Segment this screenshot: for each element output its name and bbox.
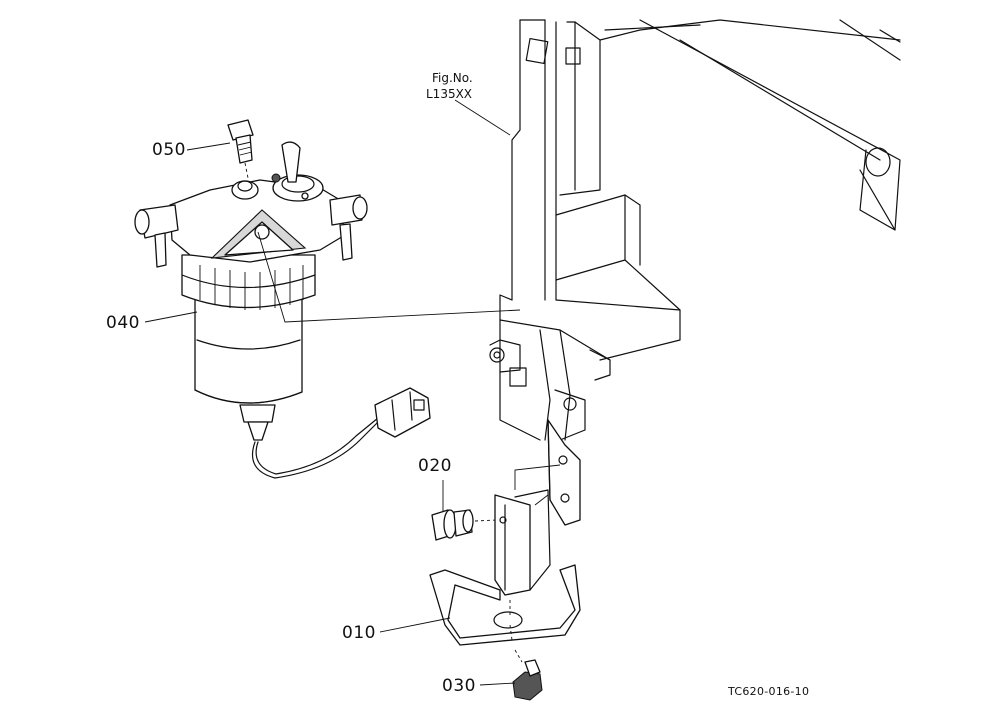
- leader-050: [186, 142, 231, 151]
- part-label-010: 010: [342, 623, 376, 643]
- filter-mount-leader: [257, 231, 521, 323]
- drawing-code: TC620-016-10: [728, 685, 810, 698]
- part-label-040: 040: [106, 313, 140, 333]
- fuel-filter-040: [134, 141, 431, 479]
- nut-030: [509, 600, 543, 701]
- leader-040: [144, 311, 198, 323]
- part-label-030: 030: [442, 676, 476, 696]
- leader-030: [479, 682, 516, 686]
- bolt-020: [431, 509, 499, 541]
- fig-reference-number: L135XX: [426, 87, 473, 101]
- bracket-010: [429, 464, 581, 646]
- part-label-050: 050: [152, 140, 186, 160]
- fig-reference-leader: [454, 99, 511, 136]
- bolt-050: [227, 119, 254, 179]
- part-label-020: 020: [418, 456, 452, 476]
- fig-reference-label: Fig.No.: [432, 71, 473, 85]
- frame-assembly: [489, 19, 901, 441]
- leader-010: [379, 617, 451, 633]
- sensor-bracket-plate: [547, 419, 581, 526]
